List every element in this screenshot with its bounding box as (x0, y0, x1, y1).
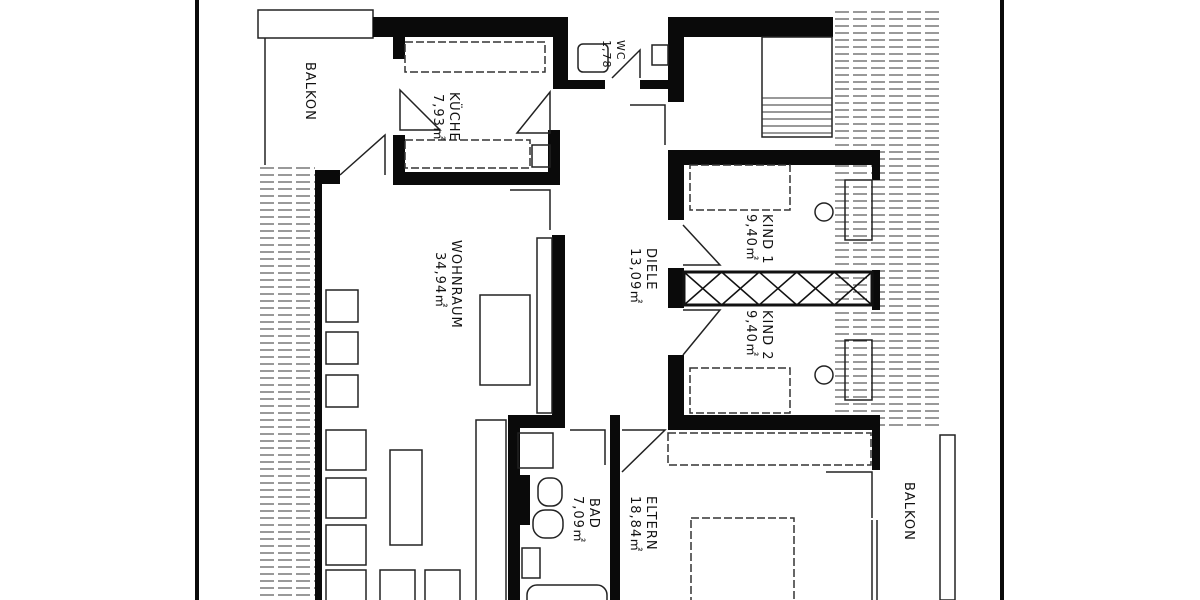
room-labels: BALKON KÜCHE 7,93㎡ WC 1,78 WOHNRAUM 34,9… (302, 40, 916, 552)
frame-right (1000, 0, 1004, 600)
wardrobe-strip (682, 270, 874, 307)
walls (315, 17, 880, 600)
balcony-left-hatch (260, 167, 315, 596)
room-label-wc: WC (614, 40, 627, 61)
room-area-diele: 13,09㎡ (627, 248, 642, 304)
room-area-kind-2: 9,40㎡ (743, 310, 758, 357)
room-label-kind-1: KIND 1 (759, 214, 774, 265)
room-area-wc: 1,78 (600, 40, 613, 69)
balcony-top-rail (257, 9, 374, 39)
room-area-bad: 7,09㎡ (570, 496, 585, 543)
room-label-bad: BAD (586, 498, 601, 529)
room-label-diele: DIELE (643, 248, 658, 291)
doors (339, 48, 873, 518)
room-area-kueche: 7,93㎡ (430, 94, 445, 141)
room-area-wohnraum: 34,94㎡ (432, 252, 447, 308)
room-label-wohnraum: WOHNRAUM (448, 240, 463, 329)
balcony-right-rail (939, 434, 956, 600)
room-label-balkon-right: BALKON (901, 482, 916, 541)
room-area-eltern: 18,84㎡ (627, 496, 642, 552)
room-label-balkon-left: BALKON (302, 62, 317, 121)
furniture (325, 36, 878, 600)
balcony-right-hatch (835, 11, 940, 426)
room-area-kind-1: 9,40㎡ (743, 214, 758, 261)
room-label-eltern: ELTERN (643, 496, 658, 551)
room-label-kueche: KÜCHE (446, 92, 463, 142)
room-label-kind-2: KIND 2 (759, 310, 774, 361)
frame-left (195, 0, 199, 600)
